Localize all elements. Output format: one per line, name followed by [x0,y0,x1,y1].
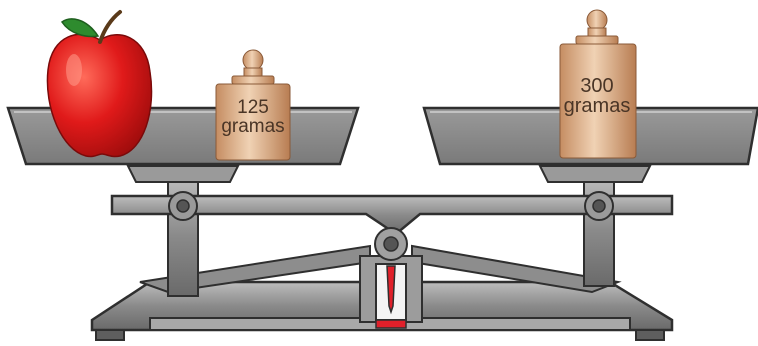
apple-icon [47,12,151,157]
right-weight-value: 300 [558,76,636,96]
center-mark [376,320,406,328]
left-weight-unit: gramas [214,117,292,136]
right-weight-unit: gramas [558,96,636,116]
left-weight-label: 125 gramas [214,98,292,136]
right-weight-label: 300 gramas [558,76,636,116]
left-weight-value: 125 [214,98,292,117]
